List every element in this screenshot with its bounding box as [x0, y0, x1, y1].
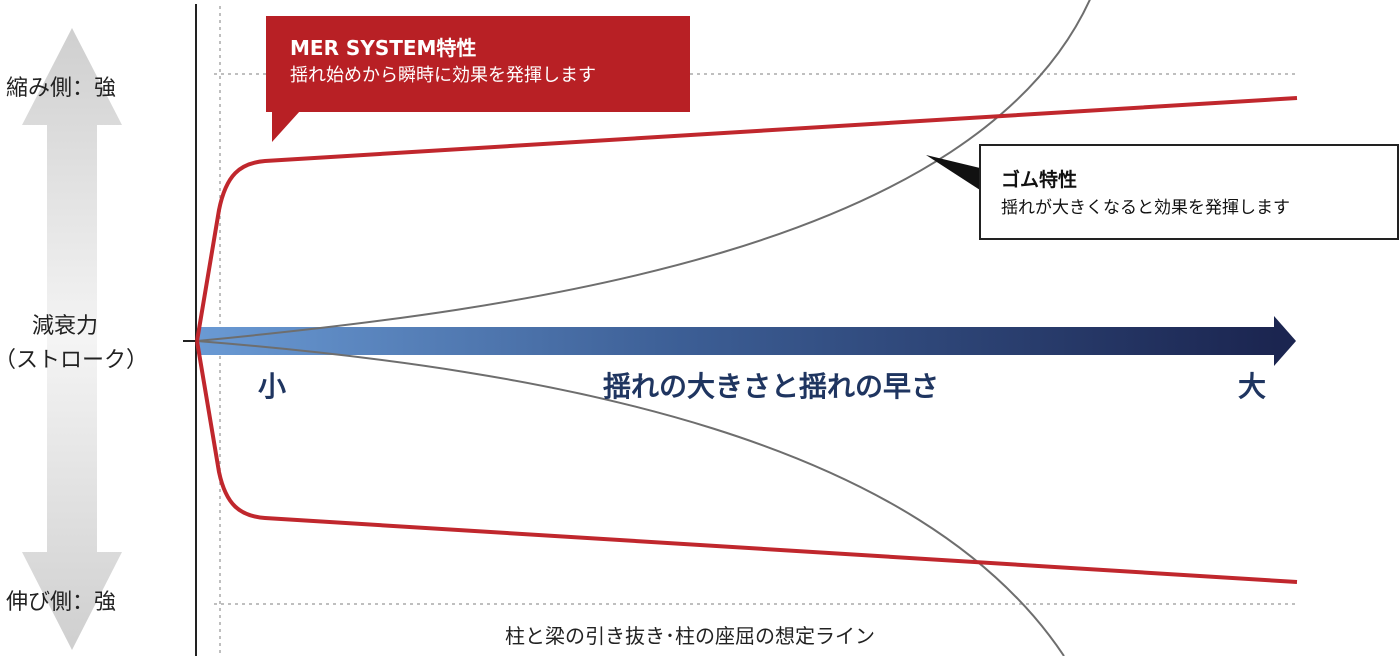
x-axis-title: 揺れの大きさと揺れの早さ: [603, 370, 940, 403]
rubber-curve-upper: [196, 0, 1091, 342]
x-axis-small-label: 小: [258, 370, 287, 403]
rubber-callout: ゴム特性 揺れが大きくなると効果を発揮します: [979, 144, 1399, 240]
rubber-curve-lower: [196, 340, 1065, 656]
mer-callout-title: MER SYSTEM特性: [290, 36, 477, 60]
rubber-callout-title: ゴム特性: [1001, 169, 1078, 191]
compression-strong-label: 縮み側：強: [6, 76, 117, 101]
rubber-callout-pointer: [926, 155, 980, 190]
mer-callout-pointer: [272, 111, 300, 142]
mer-curve-upper: [195, 96, 1298, 342]
mer-curve-lower: [195, 340, 1298, 584]
extension-strong-label: 伸び側：強: [6, 590, 117, 615]
x-axis-arrow-shaft: [198, 327, 1276, 355]
mer-callout-body: 揺れ始めから瞬時に効果を発揮します: [290, 65, 596, 86]
rubber-callout-body: 揺れが大きくなると効果を発揮します: [1001, 198, 1290, 218]
damping-force-label: 減衰力: [32, 314, 99, 339]
y-axis-double-arrow: [22, 28, 122, 650]
assumed-line-note: 柱と梁の引き抜き･柱の座屈の想定ライン: [505, 624, 875, 648]
x-axis-large-label: 大: [1238, 370, 1267, 403]
x-axis-arrow-head: [1274, 316, 1296, 366]
stroke-label: （ストローク）: [0, 348, 149, 373]
mer-system-callout: MER SYSTEM特性 揺れ始めから瞬時に効果を発揮します: [266, 16, 690, 112]
